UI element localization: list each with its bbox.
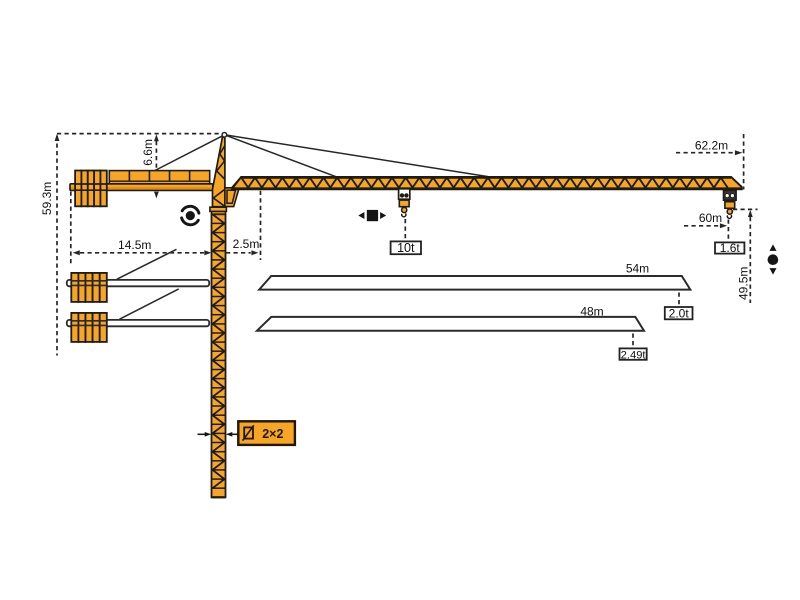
- svg-text:2×2: 2×2: [262, 427, 283, 441]
- svg-text:2.0t: 2.0t: [669, 306, 690, 320]
- svg-text:49.5m: 49.5m: [736, 267, 750, 300]
- svg-text:48m: 48m: [580, 304, 603, 318]
- svg-text:14.5m: 14.5m: [118, 238, 151, 252]
- svg-text:1.6t: 1.6t: [720, 241, 741, 255]
- svg-text:2.49t: 2.49t: [621, 349, 647, 361]
- svg-text:54m: 54m: [626, 262, 649, 276]
- svg-text:62.2m: 62.2m: [695, 138, 728, 152]
- svg-text:6.6m: 6.6m: [141, 139, 155, 166]
- svg-text:59.3m: 59.3m: [40, 182, 54, 215]
- svg-text:2.5m: 2.5m: [233, 237, 260, 251]
- svg-text:10t: 10t: [397, 241, 415, 255]
- svg-text:60m: 60m: [699, 211, 722, 225]
